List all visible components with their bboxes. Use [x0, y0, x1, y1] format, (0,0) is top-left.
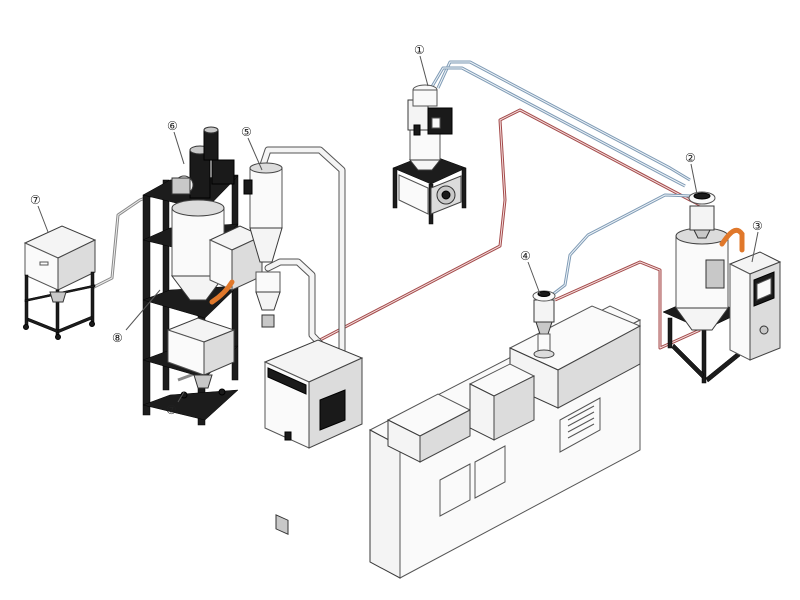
cyclone-cone [249, 227, 283, 263]
callout-3: ③ [752, 219, 763, 233]
callout-labels: ① ② ③ ④ ⑤ ⑥ ⑦ ⑦ ⑧ [30, 43, 763, 417]
blue-line-hopper-to-loader4-inner [547, 194, 693, 299]
callout-1: ① [414, 43, 425, 57]
storage-bin-left [23, 225, 97, 340]
cyclone-pipes [258, 146, 346, 359]
callout-leaders [37, 55, 759, 403]
red-line-blower-to-hopper [289, 108, 701, 357]
callout-5: ⑤ [241, 125, 252, 139]
bin-left-handle [39, 261, 49, 266]
hopper-loader-2 [689, 205, 715, 231]
cyclone-collector [255, 271, 281, 293]
material-loader-1 [392, 84, 467, 225]
red-line-blower-to-hopper-inner [289, 109, 701, 356]
blue-line-1-inner [437, 61, 691, 181]
dryer-orange-hose [719, 227, 745, 253]
blue-line-hopper-to-loader4 [547, 193, 693, 300]
dryer-hopper-cone [675, 307, 729, 331]
dryer-cabinet-front [729, 263, 751, 361]
callout-7-bottom: ⑦ [166, 403, 177, 417]
callout-6: ⑥ [167, 119, 178, 133]
blower-control-panel [275, 514, 289, 535]
big-pipe-1-fill [259, 147, 345, 358]
cyclone-body [249, 167, 283, 229]
injection-molding-machine [368, 290, 642, 579]
imm-panel-vents [559, 397, 601, 453]
blue-line-2-inner [429, 67, 686, 187]
crystallizer-tower [142, 126, 264, 426]
vacuum-blower-unit [263, 339, 364, 535]
imm-door-1 [439, 463, 471, 517]
bin-bottom-side [203, 329, 235, 376]
cyclone-separator [243, 162, 283, 328]
blue-line-2 [428, 66, 686, 188]
callout-4: ④ [520, 249, 531, 263]
big-pipe-2-fill [265, 259, 331, 355]
tower-top-loader [171, 126, 235, 199]
callout-2: ② [685, 151, 696, 165]
tower-hopper-cone [171, 275, 225, 301]
red-line-machine-to-dryer-inner [554, 261, 701, 349]
loader1-stand-front [398, 174, 429, 215]
callout-7-left: ⑦ [30, 193, 41, 207]
machine-loader-4 [533, 299, 555, 323]
imm-door-2 [474, 445, 506, 499]
bin-left-stand [23, 271, 96, 340]
tower-hopper-lid [171, 199, 225, 217]
callout-8: ⑧ [112, 331, 123, 345]
dehumidifying-dryer [662, 191, 782, 384]
tower-orange-hose [209, 279, 235, 305]
imm-base-end [369, 429, 401, 579]
bin-left-side [57, 239, 96, 291]
